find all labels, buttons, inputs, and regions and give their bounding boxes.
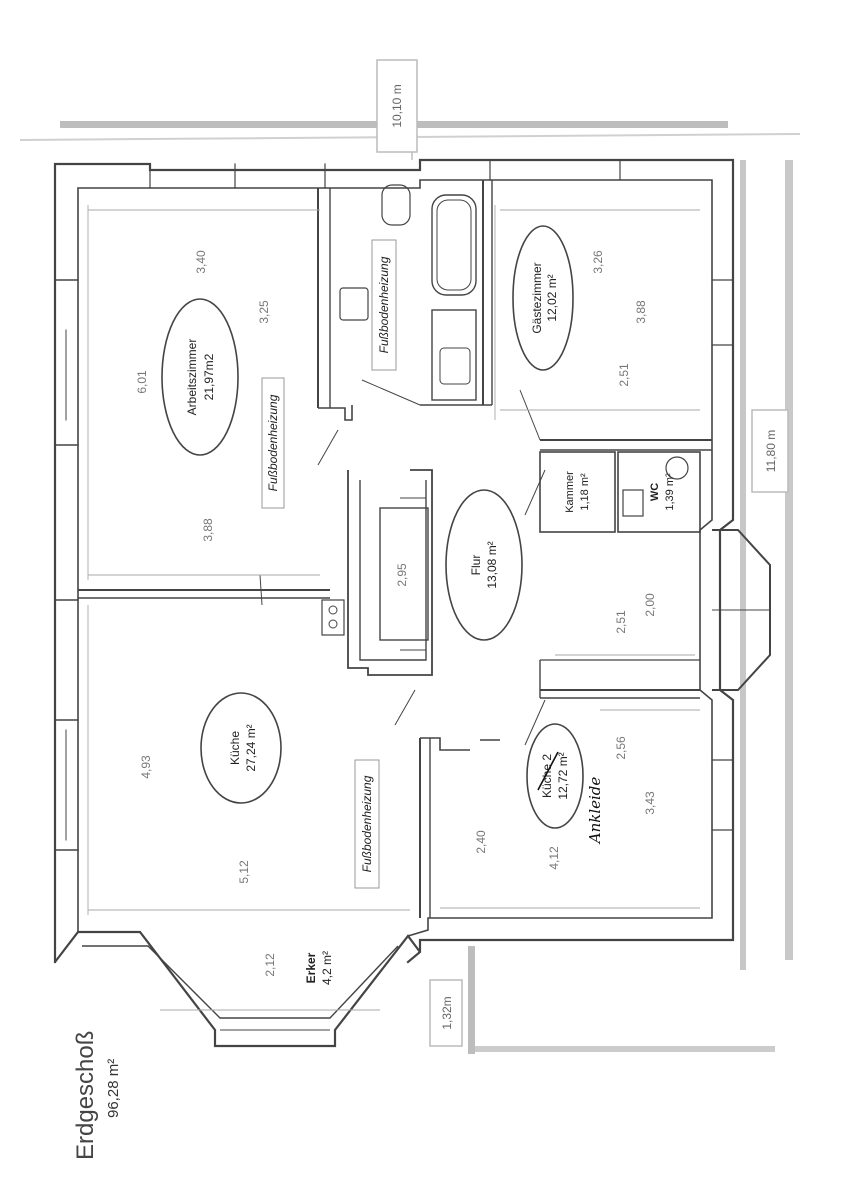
room-flur: Flur 13,08 m²	[469, 541, 499, 588]
dim-388b: 3,88	[634, 300, 648, 324]
exterior-dim-top: 10,10 m	[390, 84, 404, 127]
interior-walls	[78, 180, 712, 918]
note-floor-heating-1: Fußbodenheizung	[261, 377, 285, 509]
room-name-kammer: Kammer	[564, 471, 576, 513]
erker-bay	[54, 930, 421, 1048]
room-name-arbeitszimmer: Arbeitszimmer	[185, 339, 199, 416]
note-text-2: Fußbodenheizung	[377, 256, 391, 353]
dimension-lines	[87, 205, 700, 1011]
room-area-flur: 13,08 m²	[485, 541, 499, 588]
plan-title-block: Erdgeschoß 96,28 m²	[72, 1031, 122, 1160]
room-area-arbeitszimmer: 21,97m2	[202, 353, 216, 400]
page-title: Erdgeschoß	[72, 1031, 99, 1160]
dim-256: 2,56	[614, 736, 628, 760]
dim-295: 2,95	[395, 563, 409, 587]
room-gaestezimmer: Gästezimmer 12,02 m²	[530, 262, 559, 333]
room-area-wc: 1,39 m²	[664, 473, 676, 511]
note-text-1: Fußbodenheizung	[266, 394, 280, 491]
dim-325: 3,25	[257, 300, 271, 324]
room-name-erker: Erker	[304, 952, 318, 983]
room-kammer: Kammer 1,18 m²	[564, 471, 591, 513]
dim-200: 2,00	[643, 593, 657, 617]
total-area: 96,28 m²	[105, 1059, 122, 1118]
dim-251a: 2,51	[617, 363, 631, 387]
dim-412: 4,12	[547, 846, 561, 870]
dim-343: 3,43	[643, 791, 657, 815]
room-arbeitszimmer: Arbeitszimmer 21,97m2	[185, 339, 216, 416]
bay-window-right	[712, 529, 771, 691]
room-area-gaestezimmer: 12,02 m²	[545, 274, 559, 321]
note-floor-heating-3: Fußbodenheizung	[354, 759, 380, 889]
exterior-dim-right: 11,80 m	[764, 430, 778, 472]
room-area-kammer: 1,18 m²	[579, 473, 591, 511]
room-erker: Erker 4,2 m²	[304, 951, 334, 985]
exterior-label-right: 11,80 m	[751, 409, 789, 493]
note-floor-heating-2: Fußbodenheizung	[371, 239, 397, 371]
dim-326: 3,26	[591, 250, 605, 274]
room-name-kueche: Küche	[228, 731, 242, 765]
dim-251b: 2,51	[614, 610, 628, 634]
room-ellipse-arbeitszimmer	[161, 298, 239, 456]
room-ellipse-gaestezimmer	[512, 225, 574, 371]
dim-601: 6,01	[135, 370, 149, 394]
dim-340: 3,40	[194, 250, 208, 274]
room-ellipse-kueche2	[526, 723, 584, 829]
exterior-label-bottom: 1,32m	[429, 979, 463, 1047]
room-kueche: Küche 27,24 m²	[228, 724, 258, 771]
dim-240: 2,40	[474, 830, 488, 854]
room-ellipse-kueche	[200, 692, 282, 804]
handwritten-note-ankleide: Ankleide	[586, 777, 604, 846]
room-name-wc: WC	[649, 483, 661, 501]
room-area-kueche2: 12,72 m²	[556, 752, 570, 799]
dim-212: 2,12	[263, 953, 277, 977]
dim-493: 4,93	[139, 755, 153, 779]
dimension-labels: 3,40 3,25 6,01 3,88 3,26 3,88 2,51 2,95 …	[135, 250, 657, 977]
strikethrough-mark	[537, 751, 559, 791]
exterior-dim-bottom: 1,32m	[440, 996, 454, 1029]
exterior-label-top: 10,10 m	[376, 59, 418, 153]
room-name-flur: Flur	[469, 555, 483, 576]
dim-388a: 3,88	[201, 518, 215, 542]
room-name-gaestezimmer: Gästezimmer	[530, 262, 544, 333]
room-name-kueche2: Küche 2	[540, 754, 554, 798]
room-wc: WC 1,39 m²	[649, 473, 676, 511]
room-ellipse-flur	[445, 489, 523, 641]
room-area-erker: 4,2 m²	[320, 951, 334, 985]
dim-512: 5,12	[237, 860, 251, 884]
note-text-3: Fußbodenheizung	[360, 775, 374, 872]
room-kueche2: Küche 2 12,72 m² Ankleide	[537, 751, 604, 846]
room-area-kueche: 27,24 m²	[244, 724, 258, 771]
